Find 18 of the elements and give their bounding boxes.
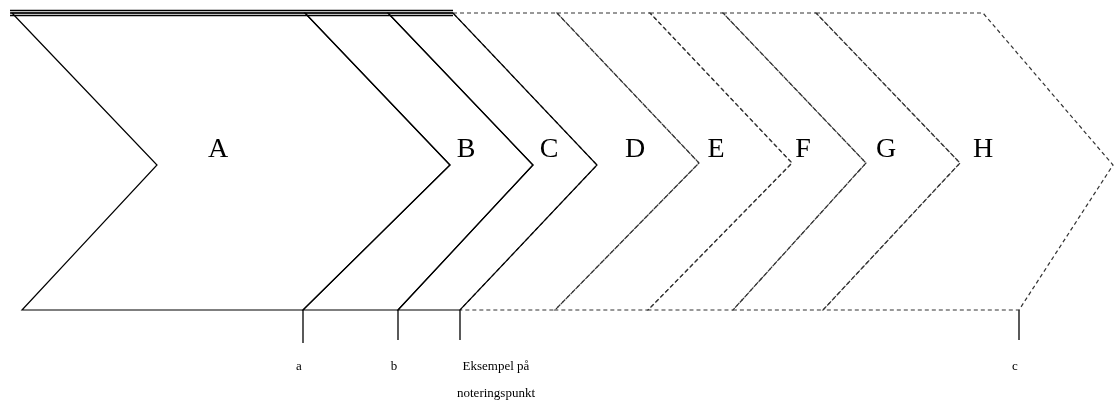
chevron-label: G	[875, 133, 897, 163]
point-label: b	[389, 357, 399, 375]
chevron-shape	[555, 13, 792, 310]
chevron-label: F	[795, 133, 811, 163]
chevron-label: A	[207, 133, 229, 163]
point-label: c	[1011, 357, 1019, 375]
chevron-label: D	[624, 133, 646, 163]
point-label: Eksempel på noteringspunkt	[456, 357, 536, 402]
chevron-label: E	[707, 133, 725, 163]
chevron-label: B	[456, 133, 476, 163]
chevron-label: H	[972, 133, 994, 163]
chevron-label: C	[539, 133, 559, 163]
chevron-shape	[723, 13, 960, 310]
chevron-shape	[816, 13, 1113, 310]
chevron-shape	[453, 13, 699, 310]
chevron-shape	[648, 13, 866, 310]
point-label: a	[295, 357, 303, 375]
chevron-shape	[388, 13, 597, 310]
